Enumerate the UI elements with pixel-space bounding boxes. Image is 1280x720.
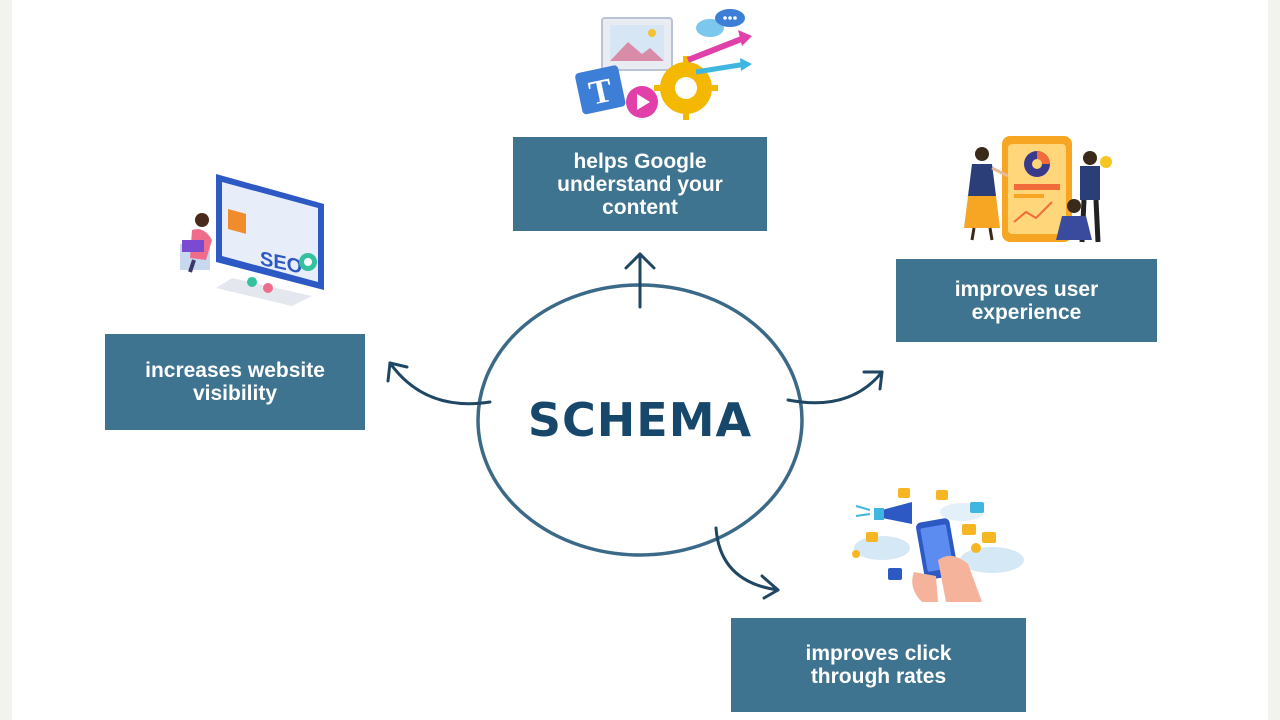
arrow-left — [386, 361, 492, 406]
center-label: SCHEMA — [527, 393, 753, 447]
benefit-box-google-understanding: helps Google understand your content — [513, 137, 767, 231]
diagram-connectors — [386, 252, 884, 600]
benefit-box-user-experience: improves user experience — [896, 259, 1157, 342]
arrow-top — [624, 252, 656, 309]
content-media-icon: T — [575, 9, 752, 120]
arrow-bottom — [714, 526, 780, 600]
benefit-box-website-visibility: increases website visibility — [105, 334, 365, 430]
mobile-marketing-icon — [852, 488, 1024, 602]
user-experience-phone-icon — [964, 136, 1112, 243]
benefit-box-click-through-rates: improves click through rates — [731, 618, 1026, 712]
seo-monitor-icon: SEO — [180, 174, 324, 306]
arrow-right — [786, 370, 884, 405]
schema-diagram: SCHEMA helps Google understand your cont… — [12, 0, 1268, 720]
